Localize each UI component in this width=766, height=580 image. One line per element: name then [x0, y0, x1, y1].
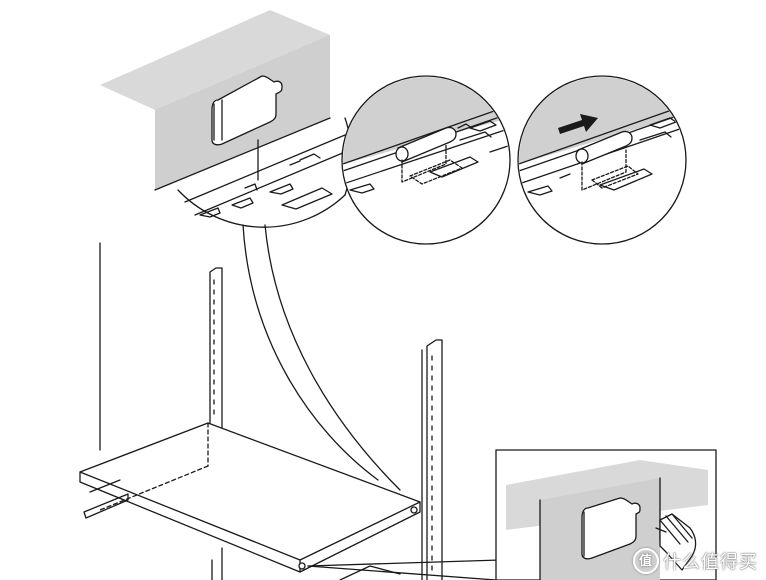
detail-circle-insert [341, 75, 511, 245]
watermark-badge-icon: 值 [633, 548, 659, 574]
arrow-right-icon [558, 114, 598, 134]
detail-circle-slide [517, 75, 687, 245]
hand-press-icon [655, 513, 697, 571]
watermark: 值 什么值得买 [633, 548, 758, 574]
rail-edge [154, 117, 331, 191]
detail-callout-clip [100, 10, 353, 228]
shelf-assembly [79, 224, 501, 580]
detail-inset-push [495, 449, 717, 580]
right-upright [421, 339, 443, 580]
left-upright [209, 267, 223, 580]
watermark-text: 什么值得买 [663, 552, 758, 572]
clip-part [211, 75, 283, 146]
shelf-board [79, 422, 421, 580]
callout-circle-outline [177, 189, 346, 228]
